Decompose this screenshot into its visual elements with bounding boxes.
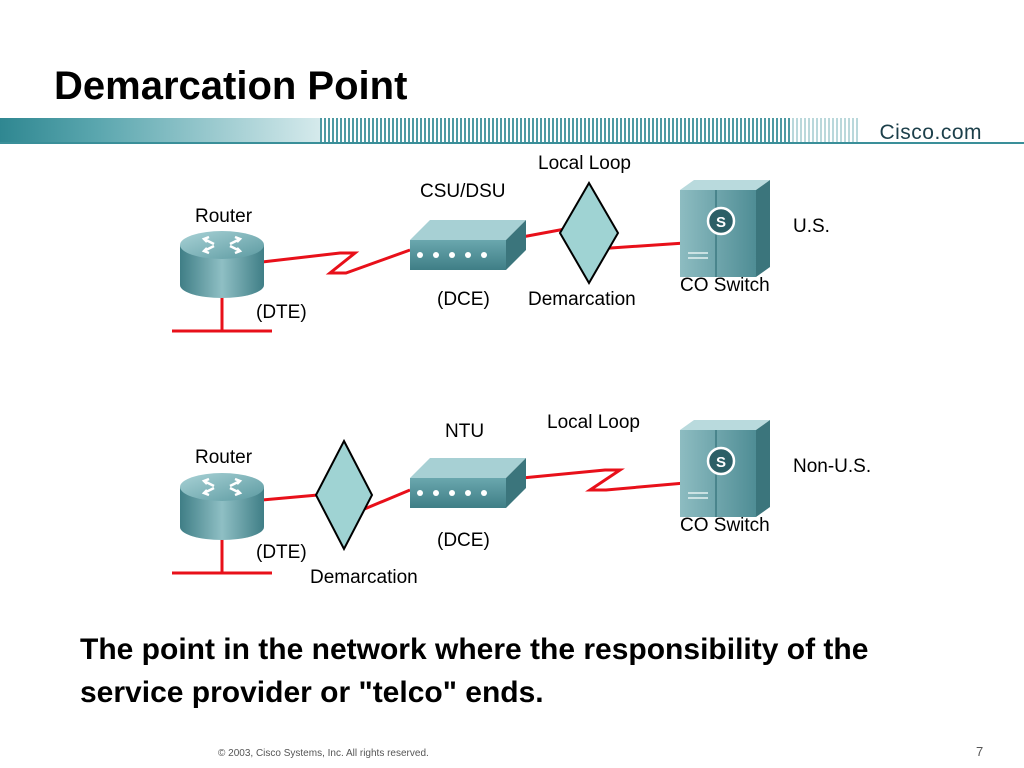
- serial-link-top: [261, 248, 411, 275]
- demarcation-diagram: S: [0, 145, 1024, 605]
- svg-text:S: S: [716, 214, 726, 231]
- local-loop-label-bottom: Local Loop: [547, 412, 640, 433]
- device-role-label-bottom: (DCE): [437, 530, 490, 551]
- router-label-top: Router: [195, 206, 253, 227]
- lan-segment-bottom: [172, 535, 272, 575]
- slide-title: Demarcation Point: [54, 64, 408, 108]
- svg-text:S: S: [716, 454, 726, 471]
- local-loop-line-bottom: [521, 468, 686, 492]
- co-switch-label-bottom: CO Switch: [680, 515, 770, 536]
- definition-text: The point in the network where the respo…: [80, 633, 869, 709]
- region-label-top: U.S.: [793, 216, 830, 237]
- page-number: 7: [976, 744, 984, 759]
- ntu-icon: [410, 458, 526, 508]
- router-role-label-bottom: (DTE): [256, 542, 307, 563]
- ntu-label: NTU: [445, 421, 485, 442]
- co-switch-icon: S: [680, 420, 770, 517]
- router-label-bottom: Router: [195, 447, 253, 468]
- lan-segment-top: [172, 293, 272, 333]
- demarcation-diamond-icon: [314, 438, 374, 552]
- demarcation-label-top: Demarcation: [528, 289, 636, 310]
- router-icon: [180, 231, 264, 298]
- demarcation-label-bottom: Demarcation: [310, 567, 418, 588]
- router-icon: [180, 473, 264, 540]
- cisco-logo: Cisco.com: [879, 121, 982, 144]
- region-label-bottom: Non-U.S.: [793, 456, 872, 477]
- header-banner: [0, 118, 1024, 144]
- csu-dsu-icon: [410, 220, 526, 270]
- csu-dsu-label: CSU/DSU: [420, 181, 506, 202]
- router-role-label-top: (DTE): [256, 302, 307, 323]
- demarcation-diamond-icon: [558, 181, 620, 285]
- local-loop-label-top: Local Loop: [538, 153, 631, 174]
- co-switch-icon: S: [680, 180, 770, 277]
- copyright-footer: © 2003, Cisco Systems, Inc. All rights r…: [218, 748, 429, 759]
- device-role-label-top: (DCE): [437, 289, 490, 310]
- co-switch-label-top: CO Switch: [680, 275, 770, 296]
